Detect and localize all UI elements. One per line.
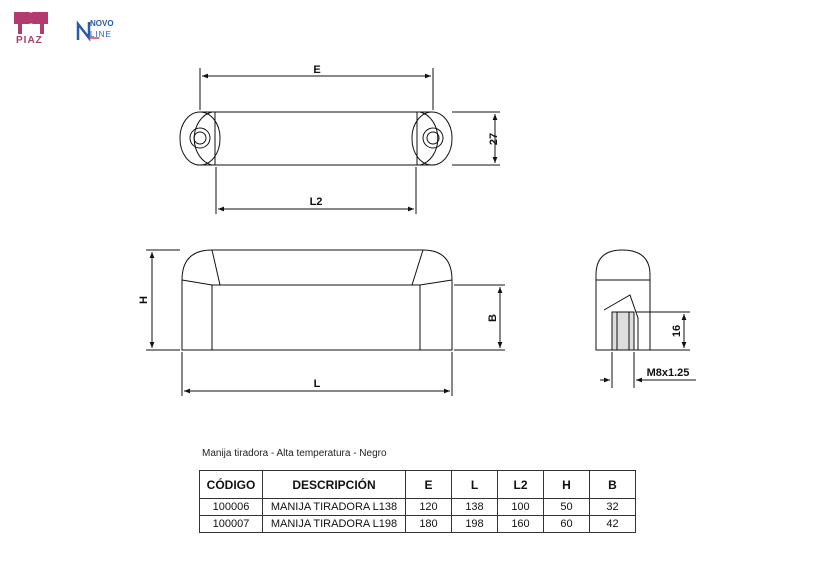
dim-label-16: 16 — [671, 325, 683, 337]
product-caption: Manija tiradora - Alta temperatura - Neg… — [202, 448, 387, 459]
cell-l: 138 — [451, 498, 498, 516]
dim-label-h: H — [138, 296, 150, 304]
cell-h: 60 — [543, 515, 590, 533]
dim-label-27: 27 — [488, 133, 500, 145]
spec-table: CÓDIGO DESCRIPCIÓN E L L2 H B 100006 MAN… — [199, 470, 636, 533]
piaz-logo-text: PIAZ — [16, 35, 43, 46]
top-view — [179, 68, 500, 214]
dim-label-thread: M8x1.25 — [647, 367, 690, 379]
cell-l: 198 — [451, 515, 498, 533]
header-l2: L2 — [497, 470, 544, 499]
logo-area: PIAZ NOVO LINE — [10, 8, 120, 48]
table-header-row: CÓDIGO DESCRIPCIÓN E L L2 H B — [199, 470, 636, 499]
cell-h: 50 — [543, 498, 590, 516]
header-e: E — [405, 470, 452, 499]
novoline-logo-novo: NOVO — [90, 19, 114, 28]
cell-e: 120 — [405, 498, 452, 516]
dim-label-l2: L2 — [310, 196, 323, 208]
header-descripcion: DESCRIPCIÓN — [262, 470, 406, 499]
side-view — [595, 249, 696, 388]
dim-label-e: E — [313, 64, 320, 76]
cell-codigo: 100007 — [199, 515, 263, 533]
table-row: 100007 MANIJA TIRADORA L198 180 198 160 … — [199, 515, 636, 533]
novoline-logo-icon — [76, 20, 99, 42]
dim-label-l: L — [314, 378, 321, 390]
technical-drawing: E 27 L2 H B L 16 M8x1.25 — [138, 64, 696, 396]
cell-l2: 160 — [497, 515, 544, 533]
cell-b: 42 — [589, 515, 636, 533]
cell-descripcion: MANIJA TIRADORA L198 — [262, 515, 406, 533]
header-h: H — [543, 470, 590, 499]
table-row: 100006 MANIJA TIRADORA L138 120 138 100 … — [199, 498, 636, 516]
cell-codigo: 100006 — [199, 498, 263, 516]
novoline-logo-line: LINE — [90, 30, 112, 39]
cell-e: 180 — [405, 515, 452, 533]
piaz-logo-icon — [14, 12, 48, 34]
cell-descripcion: MANIJA TIRADORA L138 — [262, 498, 406, 516]
header-l: L — [451, 470, 498, 499]
cell-l2: 100 — [497, 498, 544, 516]
dim-label-b: B — [487, 314, 499, 322]
header-b: B — [589, 470, 636, 499]
header-codigo: CÓDIGO — [199, 470, 263, 499]
front-view — [146, 249, 505, 396]
cell-b: 32 — [589, 498, 636, 516]
